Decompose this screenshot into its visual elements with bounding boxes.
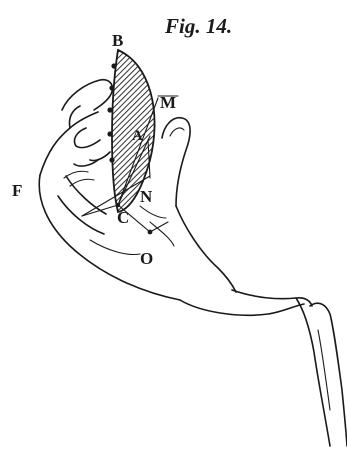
label-m: M — [160, 93, 176, 112]
figure-caption: Fig. 14. — [164, 14, 232, 38]
label-b: B — [112, 31, 123, 50]
forearm-outline — [180, 290, 347, 446]
label-c: C — [117, 208, 129, 227]
label-a: A — [132, 128, 143, 144]
label-f: F — [12, 181, 22, 200]
label-o: O — [140, 249, 153, 268]
label-n: N — [140, 187, 153, 206]
